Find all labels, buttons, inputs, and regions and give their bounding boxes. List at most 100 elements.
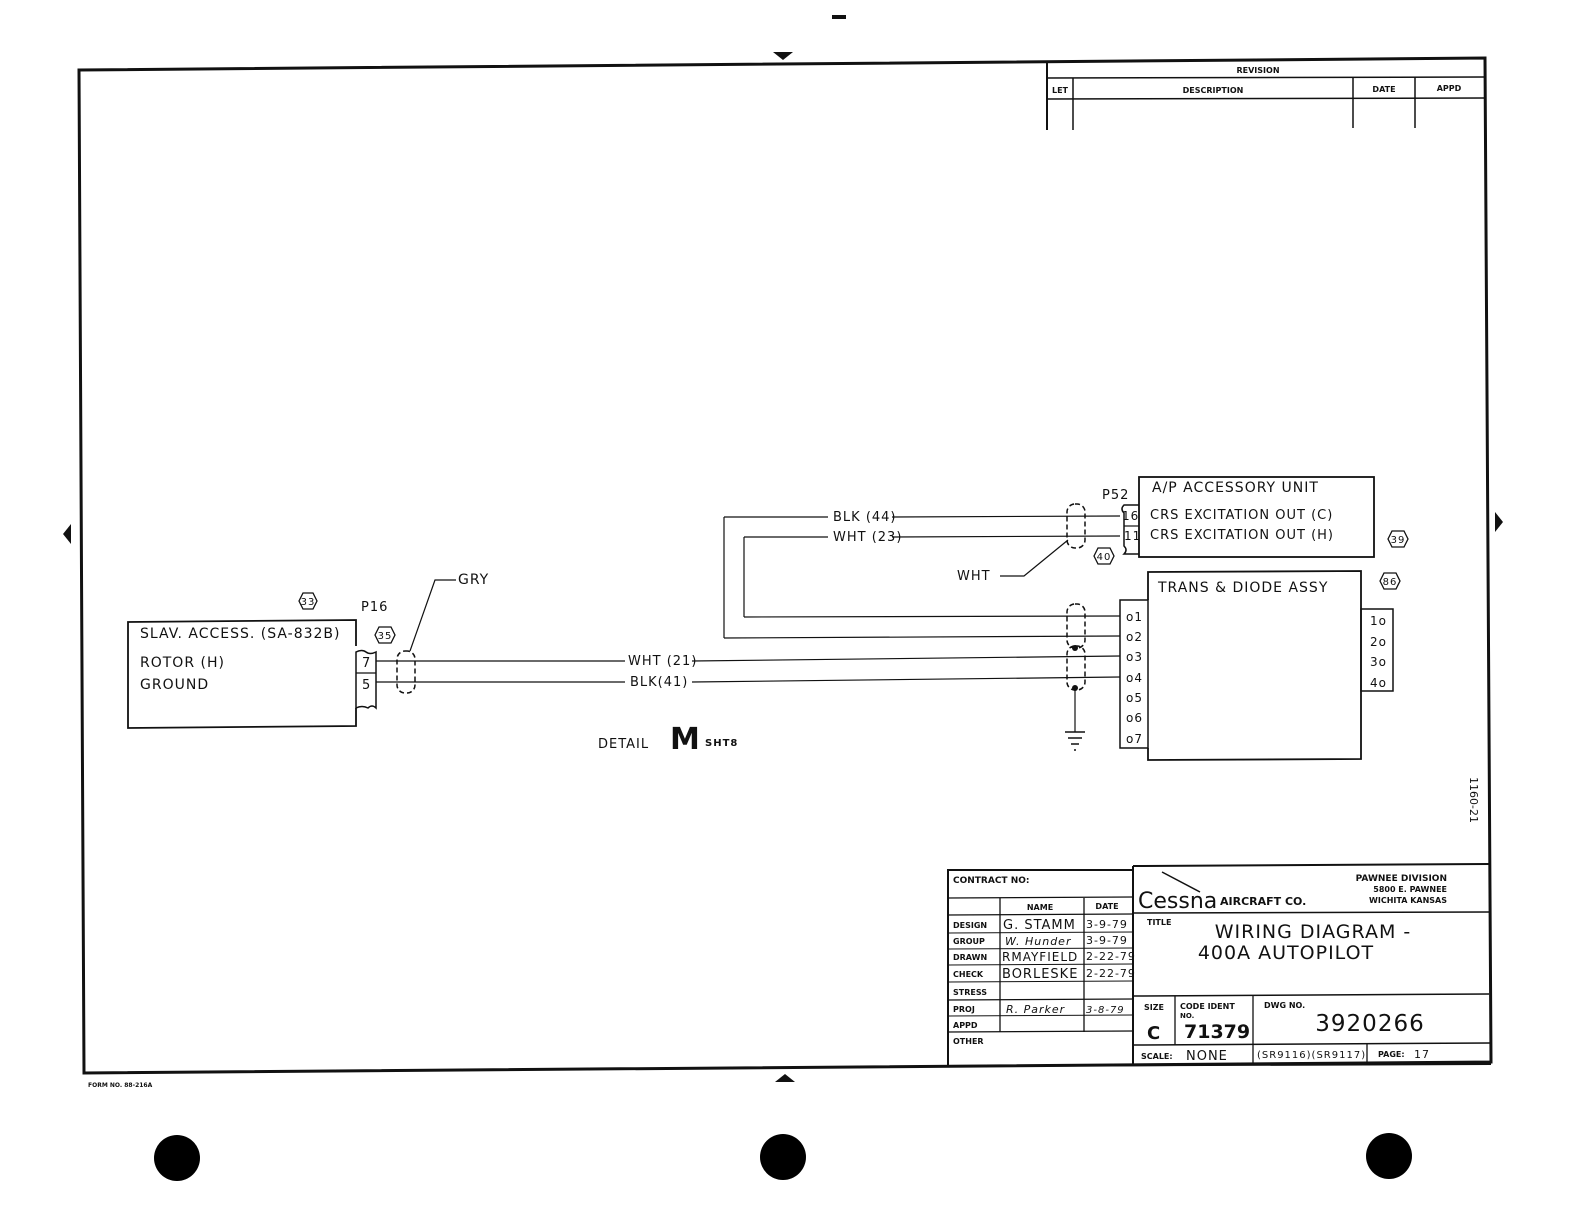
role-stress: STRESS: [953, 988, 987, 997]
code-ident-value: 71379: [1184, 1021, 1250, 1043]
scale-label: SCALE:: [1141, 1052, 1173, 1061]
ref-33: 33: [301, 597, 316, 608]
trans-diode-title: TRANS & DIODE ASSY: [1157, 580, 1328, 596]
pin-5: 5: [362, 678, 371, 693]
col-date: DATE: [1095, 902, 1118, 911]
side-code: 1160-21: [1467, 777, 1480, 823]
left-pin-7: o7: [1126, 732, 1143, 746]
detail-suffix: SHT8: [705, 738, 738, 749]
sr-refs: (SR9116)(SR9117): [1257, 1050, 1366, 1061]
p52-label: P52: [1102, 488, 1129, 503]
name-design: G. STAMM: [1003, 918, 1076, 933]
left-pin-5: o5: [1126, 691, 1143, 705]
detail-prefix: DETAIL: [598, 737, 649, 752]
size-label: SIZE: [1144, 1003, 1164, 1012]
revision-col-description: DESCRIPTION: [1183, 86, 1244, 95]
trans-left-connector: [1119, 599, 1149, 749]
col-name: NAME: [1027, 903, 1053, 912]
right-pin-3: 3o: [1370, 655, 1387, 669]
revision-col-appd: APPD: [1437, 84, 1462, 93]
ref-86: 86: [1383, 577, 1398, 588]
dwg-no-value: 3920266: [1315, 1011, 1424, 1037]
right-pin-4: 4o: [1370, 676, 1387, 690]
wire-wht23-label: WHT (23): [833, 530, 902, 545]
wire-run-lower: WHT (21) BLK(41): [376, 654, 1121, 690]
pin-7: 7: [362, 656, 371, 671]
sheet-border: [77, 56, 1493, 1075]
crs-excitation-c: CRS EXCITATION OUT (C): [1150, 508, 1333, 523]
trans-right-connector: [1360, 608, 1394, 692]
right-pin-2: 2o: [1370, 635, 1387, 649]
binder-hole-left: [154, 1135, 200, 1181]
drawing-title-line-2: 400A AUTOPILOT: [1198, 942, 1374, 964]
right-center-mark: [1495, 512, 1503, 532]
dwg-no-label: DWG NO.: [1264, 1001, 1305, 1010]
left-pin-3: o3: [1126, 650, 1143, 664]
revision-block: REVISION LET DESCRIPTION DATE APPD: [1046, 62, 1486, 130]
wire-blk44-label: BLK (44): [833, 510, 897, 525]
left-pin-6: o6: [1126, 711, 1143, 725]
ap-accessory-unit: P52 A/P ACCESSORY UNIT CRS EXCITATION OU…: [1102, 476, 1409, 558]
shield-p16: [396, 650, 416, 694]
role-proj: PROJ: [953, 1005, 975, 1014]
crs-excitation-h: CRS EXCITATION OUT (H): [1150, 528, 1334, 543]
page-value: 17: [1414, 1048, 1430, 1061]
left-pin-1: o1: [1126, 610, 1143, 624]
ref-40: 40: [1097, 552, 1112, 563]
title-block: CONTRACT NO: NAME DATE DESIGN G. STAMM 3…: [947, 863, 1492, 1067]
trans-diode-assy: TRANS & DIODE ASSY 86 o1 o2 o3 o4 o5 o6 …: [1119, 570, 1401, 761]
form-number: FORM NO. 88-216A: [88, 1082, 153, 1089]
drawing-title-line-1: WIRING DIAGRAM -: [1215, 921, 1412, 943]
revision-col-let: LET: [1052, 86, 1069, 95]
code-ident-label: CODE IDENT: [1180, 1002, 1235, 1011]
division: PAWNEE DIVISION: [1356, 874, 1447, 884]
detail-letter: M: [670, 722, 700, 757]
page-label: PAGE:: [1378, 1050, 1405, 1059]
address-2: WICHITA KANSAS: [1369, 896, 1447, 905]
wire-blk41-label: BLK(41): [630, 675, 688, 690]
ap-unit-title: A/P ACCESSORY UNIT: [1152, 480, 1319, 496]
date-design: 3-9-79: [1086, 918, 1128, 931]
p16-connector: P16 35 GRY: [361, 572, 489, 694]
left-center-mark: [63, 524, 71, 544]
right-pin-1: 1o: [1370, 614, 1387, 628]
binder-hole-right: [1366, 1133, 1412, 1179]
scale-value: NONE: [1186, 1049, 1228, 1064]
cessna-logo: Cessna: [1138, 889, 1217, 914]
role-design: DESIGN: [953, 921, 987, 930]
revision-title: REVISION: [1236, 66, 1279, 75]
shield-trans-lower: [1066, 645, 1086, 691]
name-group: W. Hunder: [1005, 935, 1072, 948]
rotor-label: ROTOR (H): [140, 655, 225, 671]
p16-label: P16: [361, 600, 388, 615]
top-tick-mark: [832, 15, 846, 19]
role-other: OTHER: [953, 1037, 984, 1046]
role-check: CHECK: [953, 970, 984, 979]
size-value: C: [1147, 1023, 1160, 1044]
shield-p52: [1066, 503, 1086, 549]
wire-wht-label: WHT: [957, 569, 991, 584]
company-suffix: AIRCRAFT CO.: [1220, 895, 1306, 908]
top-center-mark: [773, 52, 793, 60]
pin-16: 16: [1122, 509, 1139, 523]
code-ident-no: NO.: [1180, 1012, 1194, 1020]
shield-trans-upper: [1066, 603, 1086, 649]
ref-39: 39: [1391, 535, 1406, 546]
contract-no-label: CONTRACT NO:: [953, 876, 1029, 886]
name-proj: R. Parker: [1006, 1003, 1066, 1016]
detail-callout: DETAIL M SHT8: [598, 722, 738, 757]
role-appd: APPD: [953, 1021, 978, 1030]
address-1: 5800 E. PAWNEE: [1373, 885, 1447, 894]
date-check: 2-22-79: [1086, 967, 1136, 980]
slav-access-unit: SLAV. ACCESS. (SA-832B) ROTOR (H) GROUND…: [127, 592, 377, 729]
pin-11: 11: [1124, 529, 1141, 543]
ground-label: GROUND: [140, 677, 209, 693]
date-group: 3-9-79: [1086, 934, 1128, 947]
slav-access-title: SLAV. ACCESS. (SA-832B): [140, 626, 340, 642]
wire-run-upper: BLK (44) WHT (23) WHT 40: [723, 503, 1121, 751]
title-label: TITLE: [1147, 918, 1171, 927]
role-drawn: DRAWN: [953, 953, 987, 962]
date-proj: 3-8-79: [1086, 1005, 1125, 1016]
gry-label: GRY: [458, 572, 489, 588]
